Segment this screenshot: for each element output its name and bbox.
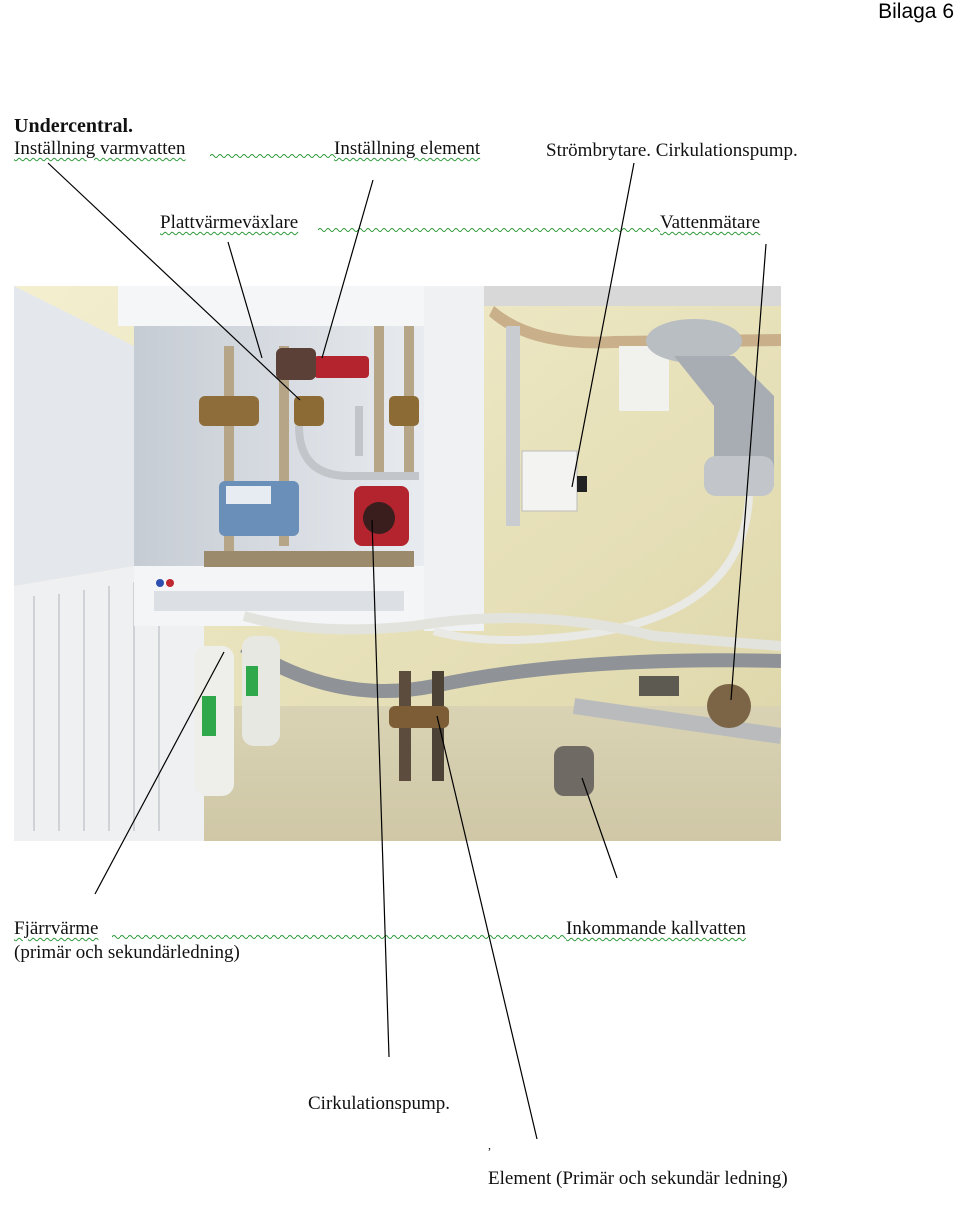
label-incoming-cold-water: Inkommande kallvatten bbox=[566, 918, 746, 939]
substation-photo bbox=[14, 286, 781, 841]
heading: Undercentral. bbox=[14, 115, 134, 137]
label-switch-pump: Strömbrytare. Cirkulationspump. bbox=[546, 140, 798, 161]
spell-underline bbox=[210, 153, 336, 159]
label-plate-heat-exchanger: Plattvärmeväxlare bbox=[160, 212, 299, 233]
label-hot-water-setting: Inställning varmvatten bbox=[14, 138, 186, 159]
stray-mark: , bbox=[488, 1138, 491, 1152]
label-water-meter: Vattenmätare bbox=[660, 212, 761, 233]
label-district-heating: Fjärrvärme bbox=[14, 918, 99, 939]
spell-underline bbox=[112, 934, 566, 940]
label-radiator-setting: Inställning element bbox=[334, 138, 481, 159]
label-circulation-pump: Cirkulationspump. bbox=[308, 1093, 450, 1114]
label-district-heating-sub: (primär och sekundärledning) bbox=[14, 942, 240, 963]
label-radiator-lines: Element (Primär och sekundär ledning) bbox=[488, 1168, 788, 1189]
spell-underline bbox=[318, 227, 660, 233]
attachment-label: Bilaga 6 bbox=[878, 0, 954, 23]
